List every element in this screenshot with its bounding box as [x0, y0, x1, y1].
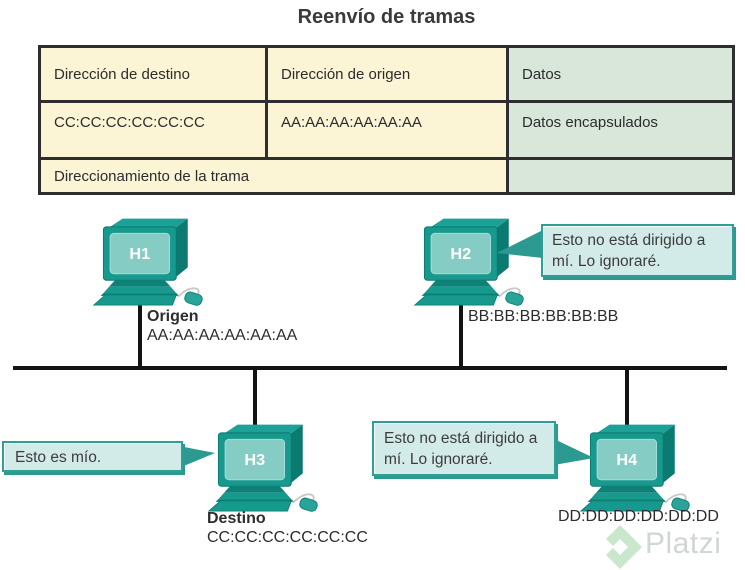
- table-value-source-mac: AA:AA:AA:AA:AA:AA: [268, 103, 506, 157]
- table-footer-frame-addressing: Direccionamiento de la trama: [41, 160, 506, 192]
- table-header-destination: Dirección de destino: [41, 48, 265, 100]
- speech-bubble-h3-tail: [179, 446, 215, 468]
- frame-table: Dirección de destino Dirección de origen…: [38, 45, 735, 195]
- host-h3-mac: CC:CC:CC:CC:CC:CC: [207, 528, 368, 546]
- mouse-cable-icon: [498, 287, 521, 298]
- speech-bubble-h4: Esto no está dirigido a mí. Lo ignoraré.: [372, 421, 556, 476]
- host-h4-screen-label: H4: [616, 452, 637, 469]
- host-h1-screen-label: H1: [129, 246, 150, 263]
- host-h1-mac: AA:AA:AA:AA:AA:AA: [147, 326, 298, 344]
- table-footer-empty-cell: [509, 160, 732, 192]
- host-h1-computer-icon: H1: [92, 218, 203, 306]
- host-h3-screen-label: H3: [244, 452, 265, 469]
- host-h3-label: Destino CC:CC:CC:CC:CC:CC: [207, 510, 368, 548]
- host-h3-computer-icon: H3: [207, 424, 318, 512]
- host-h4-computer-icon: H4: [579, 424, 690, 512]
- mouse-icon: [299, 497, 318, 512]
- table-value-destination-mac: CC:CC:CC:CC:CC:CC: [41, 103, 265, 157]
- speech-bubble-h2-tail: [497, 230, 543, 258]
- table-header-data: Datos: [509, 48, 732, 100]
- host-h4-mac: DD:DD:DD:DD:DD:DD: [558, 508, 719, 525]
- host-h2-screen-label: H2: [450, 246, 471, 263]
- mouse-cable-icon: [177, 287, 200, 298]
- platzi-wordmark: Platzi: [645, 527, 722, 560]
- table-header-source: Dirección de origen: [268, 48, 506, 100]
- mouse-cable-icon: [664, 493, 687, 504]
- speech-bubble-h4-tail: [554, 439, 594, 465]
- host-h2-label: BB:BB:BB:BB:BB:BB: [468, 308, 618, 327]
- mouse-icon: [505, 291, 524, 306]
- speech-bubble-h3: Esto es mío.: [2, 441, 183, 472]
- host-h1-drop-line: [138, 300, 142, 366]
- host-h2-computer-icon: H2: [413, 218, 524, 306]
- host-h2-drop-line: [459, 300, 463, 366]
- platzi-logo-icon: [606, 525, 642, 569]
- host-h2-mac: BB:BB:BB:BB:BB:BB: [468, 308, 619, 325]
- host-h4-label: DD:DD:DD:DD:DD:DD: [558, 508, 719, 527]
- page-title: Reenvío de tramas: [297, 6, 476, 28]
- host-h1-role: Origen: [147, 308, 199, 325]
- network-bus-line: [13, 366, 727, 370]
- mouse-icon: [184, 291, 203, 306]
- mouse-icon: [671, 497, 690, 512]
- host-h4-drop-line: [625, 370, 629, 428]
- host-h1-label: Origen AA:AA:AA:AA:AA:AA: [147, 308, 297, 346]
- speech-bubble-h2: Esto no está dirigido a mí. Lo ignoraré.: [541, 224, 734, 277]
- host-h3-drop-line: [253, 370, 257, 428]
- mouse-cable-icon: [292, 493, 315, 504]
- host-h3-role: Destino: [207, 510, 266, 527]
- table-value-data: Datos encapsulados: [509, 103, 732, 157]
